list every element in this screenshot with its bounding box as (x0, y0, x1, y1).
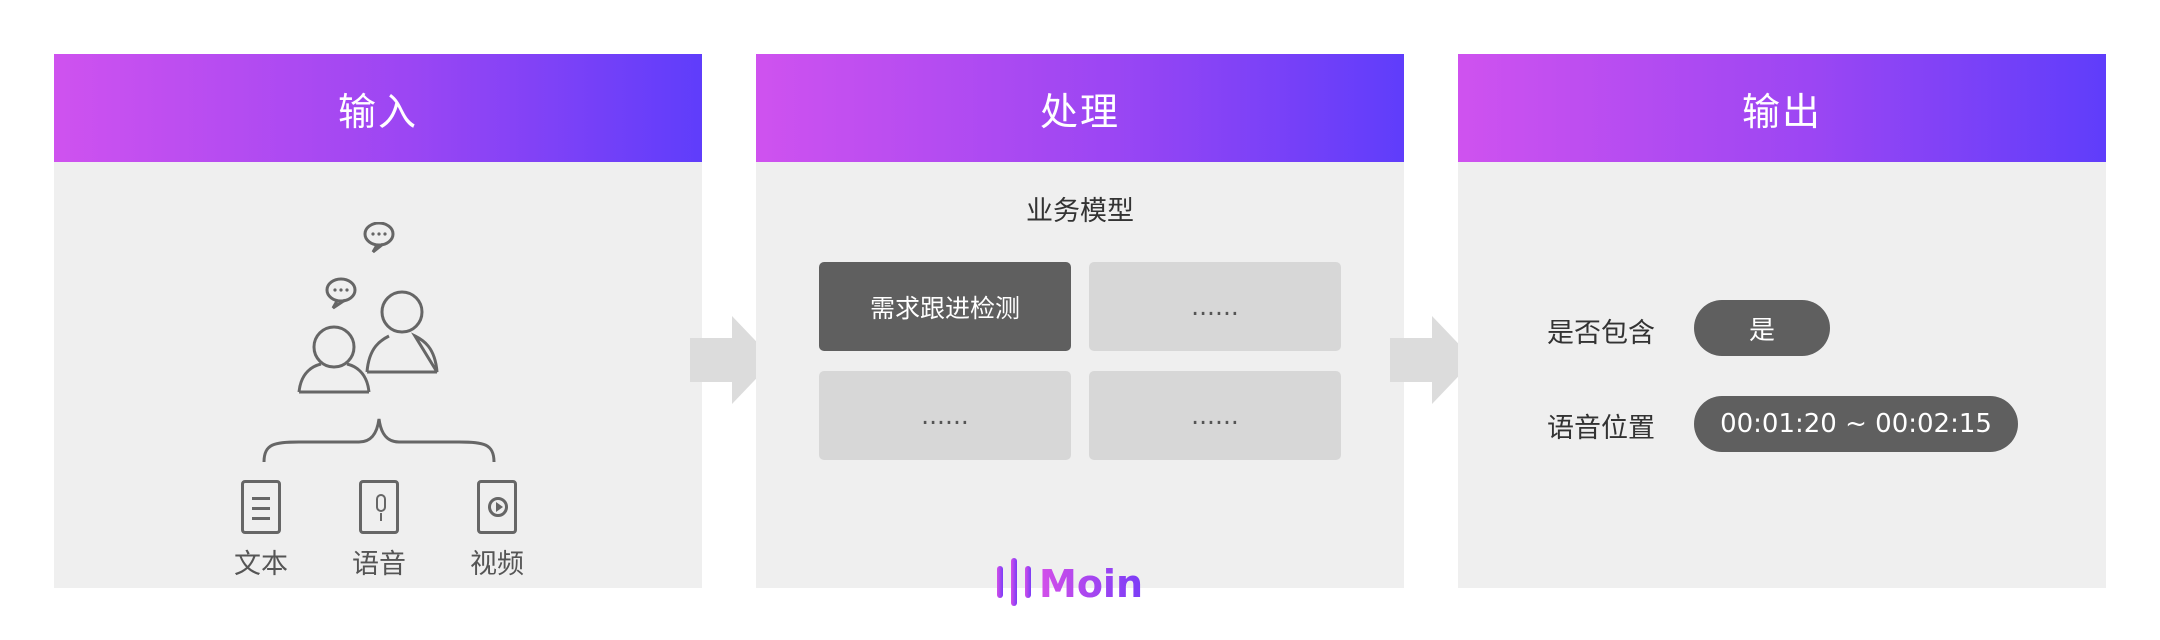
video-icon (477, 480, 517, 534)
output-header: 输出 (1458, 54, 2106, 162)
media-item-voice: 语音 (334, 480, 424, 581)
output-panel: 输出 是否包含 是 语音位置 00:01:20 ~ 00:02:15 (1458, 54, 2106, 588)
people-chat-icon (297, 222, 439, 394)
model-title: 业务模型 (1026, 196, 1134, 227)
model-box-placeholder: ...... (819, 371, 1071, 460)
voice-position-badge: 00:01:20 ~ 00:02:15 (1694, 396, 2018, 452)
model-box-requirement-tracking: 需求跟进检测 (819, 262, 1071, 351)
input-header: 输入 (54, 54, 702, 162)
brand-text: Moin (1039, 562, 1143, 606)
contains-label: 是否包含 (1547, 318, 1655, 349)
voice-position-label: 语音位置 (1547, 413, 1655, 444)
model-box-placeholder: ...... (1089, 371, 1341, 460)
process-header: 处理 (756, 54, 1404, 162)
contains-value-badge: 是 (1694, 300, 1830, 356)
document-icon (241, 480, 281, 534)
input-panel: 输入 文本 (54, 54, 702, 588)
moin-logo: Moin (756, 554, 1404, 612)
media-item-text: 文本 (216, 480, 306, 581)
media-item-video: 视频 (452, 480, 542, 581)
microphone-icon (359, 480, 399, 534)
process-panel: 处理 业务模型 需求跟进检测 ...... ...... ...... Moin (756, 54, 1404, 606)
brace-icon (262, 418, 496, 463)
model-box-placeholder: ...... (1089, 262, 1341, 351)
